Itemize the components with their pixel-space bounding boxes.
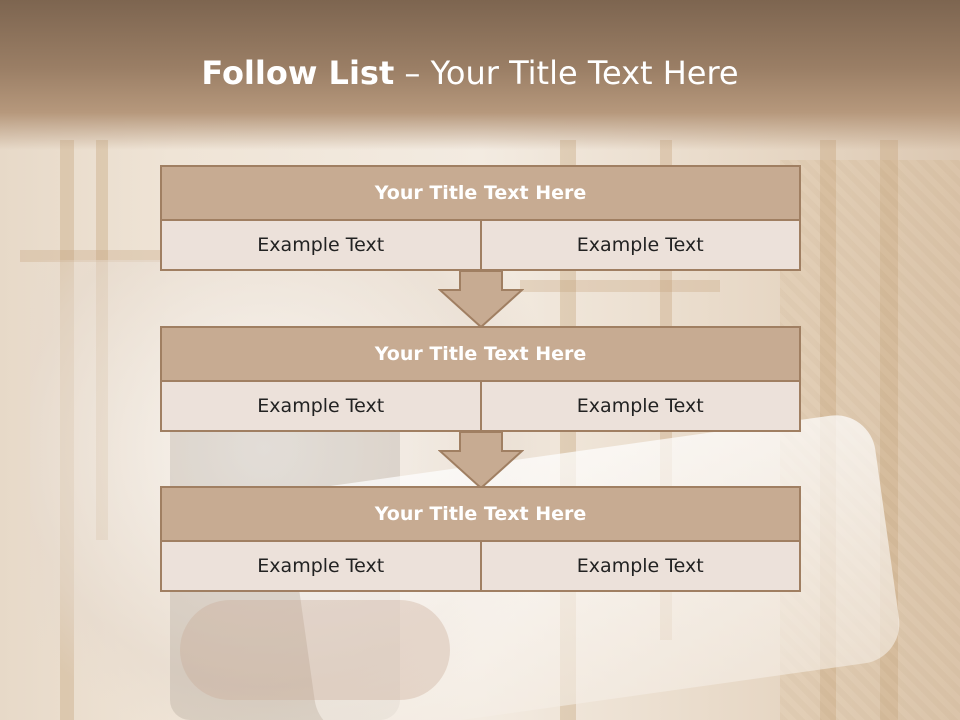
header-band [0, 0, 960, 150]
worker-hand [180, 600, 450, 700]
step-block-3: Your Title Text Here Example Text Exampl… [160, 486, 801, 592]
wood-beam [20, 250, 200, 262]
slide-title-rest: – Your Title Text Here [394, 54, 739, 92]
step-title: Your Title Text Here [160, 486, 801, 542]
step-row: Example Text Example Text [160, 382, 801, 432]
step-cell-left: Example Text [162, 221, 480, 269]
step-cell-left: Example Text [162, 542, 480, 590]
step-block-2: Your Title Text Here Example Text Exampl… [160, 326, 801, 432]
wood-beam [520, 280, 720, 292]
step-row: Example Text Example Text [160, 221, 801, 271]
slide-title: Follow List – Your Title Text Here [0, 54, 940, 92]
step-title: Your Title Text Here [160, 326, 801, 382]
step-cell-right: Example Text [479, 221, 799, 269]
step-block-1: Your Title Text Here Example Text Exampl… [160, 165, 801, 271]
step-cell-left: Example Text [162, 382, 480, 430]
step-cell-right: Example Text [479, 542, 799, 590]
down-arrow-icon [438, 270, 524, 328]
down-arrow-icon [438, 431, 524, 489]
step-title: Your Title Text Here [160, 165, 801, 221]
slide-title-strong: Follow List [201, 54, 395, 92]
step-cell-right: Example Text [479, 382, 799, 430]
step-row: Example Text Example Text [160, 542, 801, 592]
